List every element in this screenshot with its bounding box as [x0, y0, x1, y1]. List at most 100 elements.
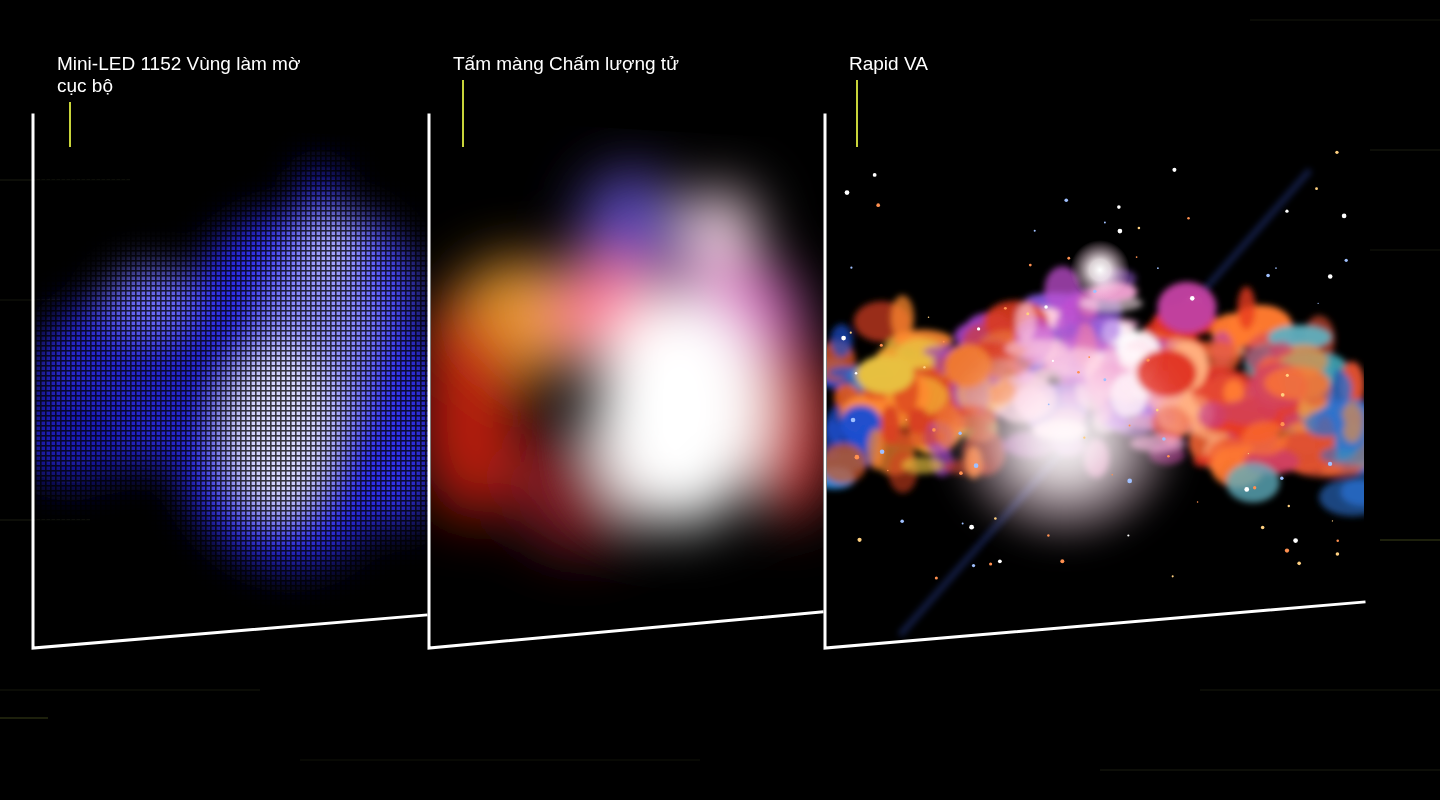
star-dot — [1293, 538, 1298, 543]
streak — [1370, 249, 1440, 250]
streak — [1100, 769, 1440, 770]
cloud-puff — [907, 407, 930, 434]
star-dot — [1129, 425, 1131, 427]
star-dot — [1335, 151, 1338, 154]
layer-panel: Mini-LED 1152 Vùng làm mờ cục bộ — [33, 53, 428, 648]
star-dot — [1332, 520, 1333, 521]
cloud-puff — [856, 356, 914, 394]
star-dot — [1083, 437, 1085, 439]
cloud-puff — [891, 295, 914, 341]
background-streaks — [0, 20, 1440, 770]
star-dot — [857, 538, 861, 542]
streak — [1250, 19, 1440, 20]
leader-lines — [70, 80, 857, 147]
star-dot — [1162, 437, 1166, 441]
star-dot — [1060, 559, 1064, 563]
streak — [300, 759, 700, 760]
star-dot — [1286, 374, 1289, 377]
star-dot — [887, 470, 888, 471]
star-dot — [1136, 256, 1138, 258]
star-dot — [1026, 312, 1029, 315]
panel-border — [33, 115, 426, 648]
star-dot — [1004, 307, 1007, 310]
star-dot — [1156, 409, 1159, 412]
star-dot — [1328, 462, 1332, 466]
star-dot — [932, 428, 936, 432]
glow — [685, 190, 755, 270]
star-dot — [1157, 267, 1159, 269]
star-dot — [1127, 534, 1129, 536]
star-dot — [1093, 290, 1096, 293]
star-dot — [873, 173, 877, 177]
star-dot — [876, 203, 880, 207]
star-dot — [1118, 229, 1123, 234]
leader-line — [462, 80, 464, 147]
streak — [0, 689, 260, 690]
cloud-puff — [867, 429, 883, 470]
layer-label: Rapid VA — [849, 53, 1049, 75]
star-dot — [851, 418, 856, 423]
star-dot — [1138, 227, 1141, 230]
star-dot — [1104, 222, 1106, 224]
cloud-puff — [1304, 410, 1345, 437]
cloud-puff — [880, 405, 900, 445]
streak — [1380, 539, 1440, 540]
star-dot — [1044, 305, 1047, 308]
star-dot — [855, 455, 860, 460]
star-dot — [1336, 552, 1340, 556]
star-dot — [1088, 356, 1090, 358]
leader-line — [69, 102, 71, 147]
star-dot — [1077, 371, 1080, 374]
center-glow — [945, 330, 1185, 550]
cloud-puff — [902, 457, 943, 474]
star-dot — [1127, 479, 1132, 484]
star-dot — [969, 525, 974, 530]
cloud-puff — [1242, 421, 1287, 455]
star-dot — [1052, 360, 1054, 362]
star-dot — [1281, 393, 1285, 397]
star-dot — [1064, 198, 1068, 202]
star-dot — [1197, 501, 1199, 503]
layer-label: Tấm màng Chấm lượng tử — [453, 53, 688, 75]
cloud-puff — [1320, 445, 1386, 466]
star-dot — [1034, 230, 1036, 232]
star-dot — [935, 576, 938, 579]
star-dot — [959, 471, 963, 475]
star-dot — [1047, 534, 1049, 536]
star-dot — [1336, 539, 1339, 542]
star-dot — [1328, 274, 1333, 279]
star-dot — [1280, 477, 1283, 480]
streak — [1200, 689, 1440, 690]
star-dot — [1285, 548, 1289, 552]
star-dot — [1266, 274, 1270, 278]
layer-panel: Rapid VA — [825, 53, 1364, 648]
star-dot — [1111, 474, 1113, 476]
cloud-puff — [1237, 287, 1255, 330]
star-dot — [1146, 358, 1149, 361]
star-dot — [1172, 575, 1174, 577]
panel-border — [825, 115, 1364, 648]
star-dot — [1190, 296, 1195, 301]
cloud-puff — [830, 324, 852, 357]
star-dot — [845, 190, 850, 195]
quantum-dot-image — [420, 170, 830, 550]
star-dot — [1117, 205, 1121, 209]
star-dot — [989, 562, 992, 565]
star-dot — [928, 317, 930, 319]
star-dot — [850, 267, 852, 269]
star-dot — [1103, 378, 1106, 381]
star-dot — [1285, 210, 1288, 213]
cloud-puff — [1319, 478, 1386, 516]
leader-line — [856, 80, 858, 147]
star-dot — [880, 344, 883, 347]
led-grid — [33, 115, 429, 650]
star-dot — [994, 517, 997, 520]
panel-borders — [33, 115, 1364, 648]
star-dot — [1275, 267, 1277, 269]
star-dot — [850, 332, 852, 334]
star-dot — [880, 449, 885, 454]
light-streak — [900, 170, 1310, 635]
rapid-va-image — [814, 151, 1392, 635]
